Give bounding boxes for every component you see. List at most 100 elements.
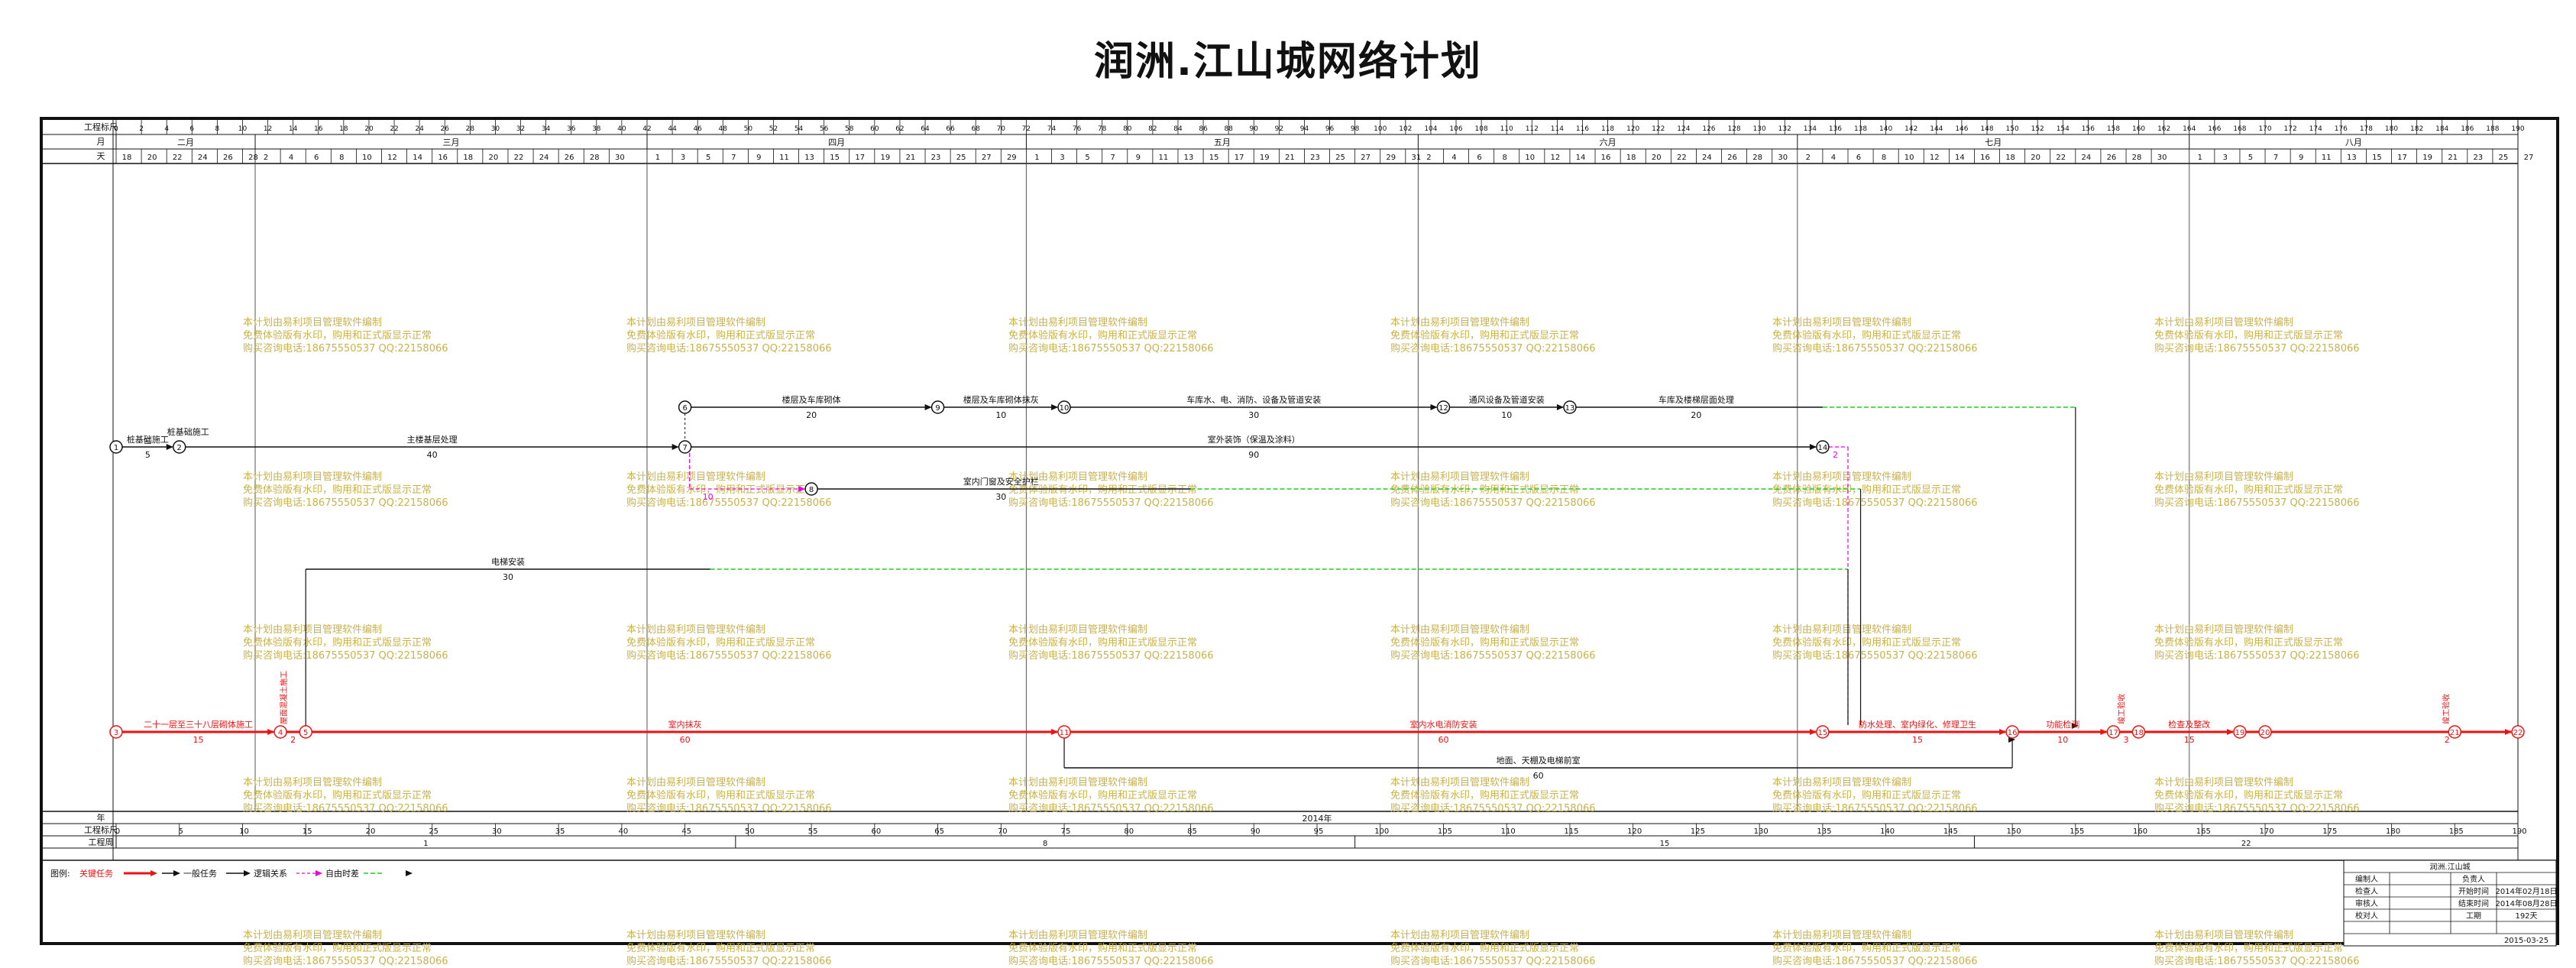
legend-normal-head — [173, 870, 180, 876]
node-label: 22 — [2513, 729, 2523, 737]
scale-tick-label: 50 — [744, 125, 753, 133]
footer-scale-label: 145 — [1943, 827, 1958, 836]
critical-11-15-head — [1809, 729, 1817, 735]
watermark-text: 免费体验版有水印，购用和正式版显示正常 — [2154, 942, 2343, 954]
scale-tick-label: 116 — [1576, 125, 1589, 133]
footer-week-label: 1 — [423, 840, 428, 848]
month-label: 五月 — [1214, 138, 1231, 147]
day-label: 29 — [1007, 154, 1017, 162]
day-label: 19 — [2422, 154, 2432, 162]
day-label: 21 — [906, 154, 916, 162]
watermark-text: 免费体验版有水印，购用和正式版显示正常 — [1008, 636, 1197, 649]
watermark-text: 购买咨询电话:18675550537 QQ:22158066 — [1390, 497, 1596, 509]
scale-tick-label: 158 — [2107, 125, 2120, 133]
node-label: 20 — [2260, 729, 2270, 737]
watermark-text: 免费体验版有水印，购用和正式版显示正常 — [1390, 636, 1579, 649]
watermark-text: 购买咨询电话:18675550537 QQ:22158066 — [2154, 955, 2360, 967]
task-8-label: 室内门窗及安全护栏 — [963, 476, 1039, 487]
watermark-text: 免费体验版有水印，购用和正式版显示正常 — [2154, 329, 2343, 342]
watermark-text: 购买咨询电话:18675550537 QQ:22158066 — [243, 497, 448, 509]
task-1-2-label: 桩基础施工 — [127, 434, 169, 445]
scale-tick-label: 100 — [1374, 125, 1387, 133]
task-12-13-head — [1556, 404, 1564, 410]
scale-tick-label: 178 — [2360, 125, 2373, 133]
node-label: 11 — [1060, 729, 1070, 737]
day-label: 24 — [539, 154, 549, 162]
node-label: 8 — [809, 486, 814, 494]
day-label: 23 — [1310, 154, 1320, 162]
info-project: 润洲.江山城 — [2429, 862, 2470, 872]
footer-scale-label: 90 — [1251, 827, 1260, 836]
critical-15-16-head — [1999, 729, 2007, 735]
task-2-7-label: 主楼基层处理 — [407, 434, 458, 445]
node-label: 2 — [177, 444, 182, 452]
day-label: 13 — [804, 154, 814, 162]
day-label: 23 — [2473, 154, 2483, 162]
day-label: 7 — [731, 154, 736, 162]
day-label: 22 — [514, 154, 524, 162]
day-label: 26 — [565, 154, 574, 162]
day-label: 27 — [982, 154, 992, 162]
watermark-text: 免费体验版有水印，购用和正式版显示正常 — [243, 484, 432, 496]
scale-tick-label: 88 — [1224, 125, 1233, 133]
watermark-text: 购买咨询电话:18675550537 QQ:22158066 — [1008, 342, 1214, 355]
day-label: 20 — [1652, 154, 1662, 162]
day-label: 28 — [590, 154, 600, 162]
node-label: 14 — [1818, 444, 1828, 452]
day-label: 10 — [1525, 154, 1535, 162]
task-10-12-label: 车库水、电、消防、设备及管道安装 — [1186, 394, 1321, 405]
watermark-text: 免费体验版有水印，购用和正式版显示正常 — [1772, 329, 1961, 342]
node-label: 17 — [2108, 729, 2118, 737]
page-title: 润洲.江山城网络计划 — [1094, 39, 1482, 85]
node-label: 3 — [114, 729, 118, 737]
day-label: 28 — [248, 154, 258, 162]
critical-18-19-head — [2226, 729, 2234, 735]
info-date: 2015-03-25 — [2504, 937, 2548, 945]
node-label: 1 — [114, 444, 118, 452]
task-6-9-head — [924, 404, 932, 410]
scale-tick-label: 66 — [946, 125, 955, 133]
watermark-text: 免费体验版有水印，购用和正式版显示正常 — [626, 789, 815, 801]
watermark-text: 购买咨询电话:18675550537 QQ:22158066 — [626, 497, 832, 509]
footer-scale-label: 55 — [808, 827, 818, 836]
watermark-text: 本计划由易利项目管理软件编制 — [2154, 317, 2293, 329]
watermark-text: 本计划由易利项目管理软件编制 — [1772, 930, 1911, 941]
footer-scale-label: 190 — [2512, 827, 2526, 836]
watermark-text: 免费体验版有水印，购用和正式版显示正常 — [243, 942, 432, 954]
day-label: 9 — [2299, 154, 2303, 162]
header-scale-label: 工程标尺 — [84, 121, 118, 132]
scale-tick-label: 170 — [2258, 125, 2271, 133]
day-label: 26 — [2107, 154, 2117, 162]
critical-3-4-label: 二十一层至三十八层砌体施工 — [144, 719, 253, 730]
scale-tick-label: 186 — [2461, 125, 2474, 133]
info-start-value: 2014年02月18日 — [2496, 886, 2558, 896]
footer-scale-label: 110 — [1501, 827, 1516, 836]
scale-tick-label: 96 — [1325, 125, 1335, 133]
day-label: 18 — [1626, 154, 1636, 162]
footer-scale-label: 工程标尺 — [84, 824, 118, 835]
footer-scale-label: 45 — [681, 827, 691, 836]
watermark-text: 免费体验版有水印，购用和正式版显示正常 — [1772, 942, 1961, 954]
scale-tick-label: 126 — [1702, 125, 1715, 133]
day-label: 12 — [387, 154, 397, 162]
day-label: 27 — [2524, 154, 2534, 162]
task-6-9-label: 楼层及车库砌体 — [782, 394, 841, 405]
footer-scale-label: 185 — [2449, 827, 2464, 836]
month-label: 二月 — [177, 138, 194, 147]
scale-tick-label: 58 — [845, 125, 854, 133]
scale-tick-label: 190 — [2511, 125, 2524, 133]
watermark-text: 免费体验版有水印，购用和正式版显示正常 — [2154, 484, 2343, 496]
scale-tick-label: 12 — [264, 125, 272, 133]
watermark-text: 本计划由易利项目管理软件编制 — [243, 317, 382, 329]
day-label: 20 — [2031, 154, 2040, 162]
day-label: 11 — [1159, 154, 1169, 162]
scale-tick-label: 32 — [516, 125, 525, 133]
info-proofer: 校对人 — [2355, 911, 2378, 921]
scale-tick-label: 16 — [314, 125, 323, 133]
day-label: 30 — [2157, 154, 2167, 162]
scale-tick-label: 60 — [870, 125, 879, 133]
scale-tick-label: 90 — [1250, 125, 1259, 133]
footer-scale-label: 80 — [1124, 827, 1134, 836]
task-1-2-head — [166, 444, 173, 450]
scale-tick-label: 82 — [1148, 125, 1157, 133]
